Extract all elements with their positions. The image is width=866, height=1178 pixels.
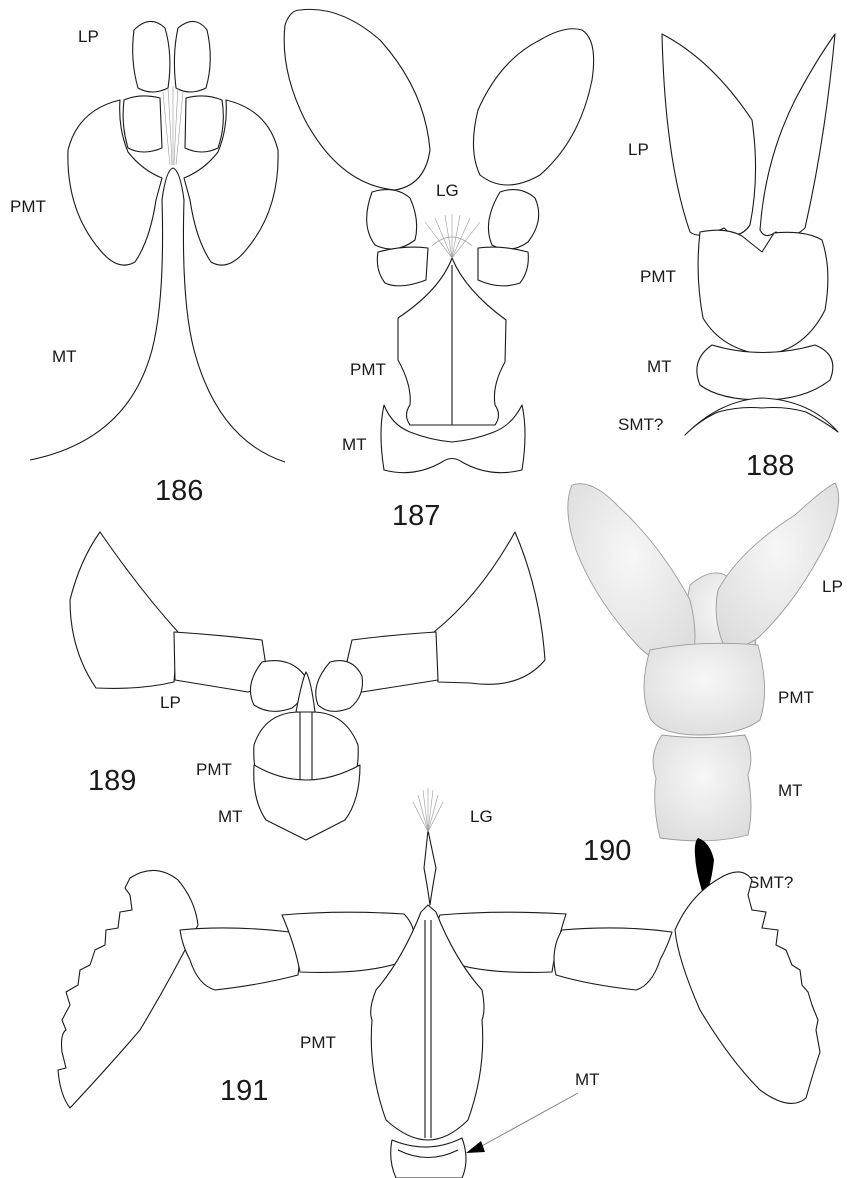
fig187-labial-palp-right-proximal [478,247,528,286]
fig186-labial-palp-right-proximal [185,96,223,152]
fig186-number: 186 [155,475,203,507]
fig187-labial-palp-left-middle [367,190,417,249]
fig188-labial-palp-left [662,34,756,235]
figure-190: LP PMT MT 190 SMT? [568,483,843,900]
fig190-mentum [653,735,751,841]
fig188-submentum [685,398,838,435]
fig186-label-lp: LP [78,27,99,46]
fig190-labial-palp-left [568,484,695,666]
fig188-label-smt: SMT? [618,415,663,434]
fig191-label-lg: LG [470,807,493,826]
fig186-labial-palp-left-proximal [123,96,162,152]
fig191-labial-palp-left-basal [282,912,415,972]
fig190-label-pmt: PMT [778,688,814,707]
fig189-label-mt: MT [218,807,243,826]
fig191-labial-palp-right-distal [675,872,820,1103]
fig190-number: 190 [583,835,631,867]
fig186-label-pmt: PMT [10,197,46,216]
fig190-label-mt: MT [778,781,803,800]
fig187-label-lg: LG [436,181,459,200]
fig190-label-lp: LP [822,577,843,596]
fig186-labial-palp-right-distal [174,21,210,92]
fig187-labial-palp-right-distal [473,29,593,185]
fig188-label-pmt: PMT [640,267,676,286]
fig187-labial-palp-right-middle [488,190,538,250]
fig187-labial-palp-left-distal [284,9,430,190]
fig191-glossa [424,830,436,905]
figure-186: LP PMT MT 186 [10,21,285,507]
fig188-prementum [698,230,828,355]
fig191-labial-palp-left-distal [58,870,198,1108]
fig189-mentum [254,765,360,840]
fig187-labial-palp-left-proximal [377,247,428,286]
fig188-number: 188 [746,450,794,482]
fig190-labial-palp-right [716,483,839,648]
fig187-glossa-setae [425,214,480,258]
figure-189: LP 189 PMT MT [70,532,545,840]
fig191-labial-palp-right-proximal [554,928,672,990]
figure-188: LP PMT MT SMT? 188 [618,34,838,482]
fig187-label-pmt: PMT [350,360,386,379]
fig189-labial-palp-right-proximal [316,661,363,712]
figure-187: LG PMT MT 187 [284,9,593,532]
fig186-setae [163,86,183,165]
fig191-mt-pointer-arrowhead [466,1141,485,1153]
fig189-labial-palp-left-distal [70,532,178,688]
fig188-labial-palp-right [760,34,835,236]
fig189-number: 189 [88,765,136,797]
fig189-label-lp: LP [160,693,181,712]
fig187-label-mt: MT [342,435,367,454]
fig189-labial-palp-right-distal [434,532,545,684]
fig191-label-pmt: PMT [300,1033,336,1052]
fig186-label-mt: MT [52,347,77,366]
fig190-label-smt: SMT? [748,873,793,892]
fig188-mentum [697,345,833,400]
fig188-label-mt: MT [647,357,672,376]
fig189-label-pmt: PMT [196,760,232,779]
fig191-labial-palp-left-proximal [180,928,299,990]
fig188-label-lp: LP [628,140,649,159]
fig191-mt-pointer-line [480,1093,578,1147]
fig190-prementum [644,643,765,735]
fig191-label-mt: MT [575,1070,600,1089]
fig191-number: 191 [220,1075,268,1107]
fig186-labial-palp-left-distal [133,21,170,92]
fig187-number: 187 [392,500,440,532]
fig191-glossa-setae [413,788,443,832]
